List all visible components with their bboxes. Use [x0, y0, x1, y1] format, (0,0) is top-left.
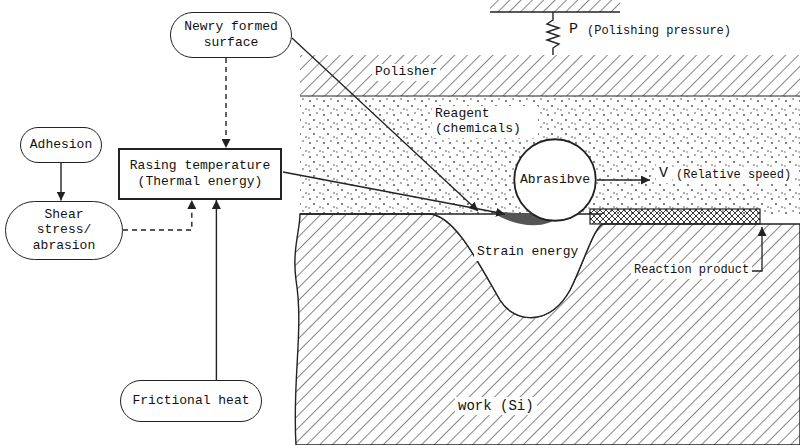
process-box: Rasing temperature (Thermal energy) — [118, 148, 282, 200]
node-text: Abrasibve — [520, 172, 590, 188]
event-pill: Adhesion — [20, 127, 102, 163]
part-name: Polisher — [372, 64, 440, 81]
region-name: Strain energy — [474, 244, 581, 261]
event-pill: Newry formed surface — [170, 12, 292, 58]
node-text: Newry formed surface — [181, 19, 281, 50]
connector-arrow — [123, 200, 192, 230]
fixture-hatch — [490, 0, 620, 12]
strain-zone — [430, 214, 602, 318]
polisher-hatch — [300, 55, 800, 96]
grain-circle — [514, 139, 595, 220]
abrasive-grain: Abrasibve — [513, 138, 597, 222]
node-text: Rasing temperature (Thermal energy) — [126, 158, 274, 189]
event-pill: Shear stress/ abrasion — [5, 201, 123, 260]
work-piece — [295, 214, 800, 445]
speed-caption: (Relative speed) — [673, 168, 794, 184]
part-name: work (Si) — [455, 397, 537, 415]
strain-boundary — [430, 214, 602, 318]
part-name: Reaction product — [631, 263, 752, 279]
heat-leader — [283, 172, 505, 214]
spring-symbol — [547, 12, 559, 55]
node-text: Frictional heat — [132, 393, 249, 409]
fixture-line — [490, 11, 620, 13]
speed-arrow — [597, 179, 650, 181]
force-symbol: P — [566, 20, 581, 39]
event-pill: Frictional heat — [120, 380, 262, 422]
reaction-product-layer — [590, 209, 760, 224]
connector-arrow — [225, 58, 226, 148]
force-caption: (Polishing pressure) — [584, 24, 734, 40]
part-name: Reagent (chemicals) — [432, 106, 538, 138]
speed-symbol: V — [656, 164, 671, 183]
connector-arrow — [216, 200, 217, 380]
connector-arrow — [60, 163, 61, 201]
node-text: Shear stress/ abrasion — [16, 207, 112, 254]
node-text: Adhesion — [30, 137, 92, 153]
